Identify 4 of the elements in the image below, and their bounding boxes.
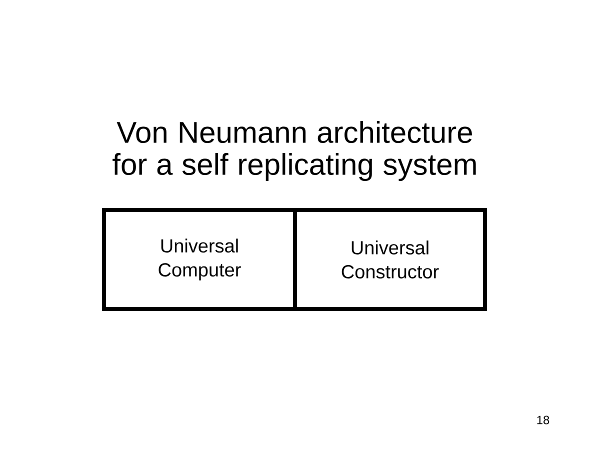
- component-box: Universal Constructor: [293, 208, 487, 311]
- title: Von Neumann architecture for a self replicating system: [112, 121, 476, 181]
- page-number: 18: [537, 416, 550, 424]
- component-box: Universal Computer: [102, 208, 297, 311]
